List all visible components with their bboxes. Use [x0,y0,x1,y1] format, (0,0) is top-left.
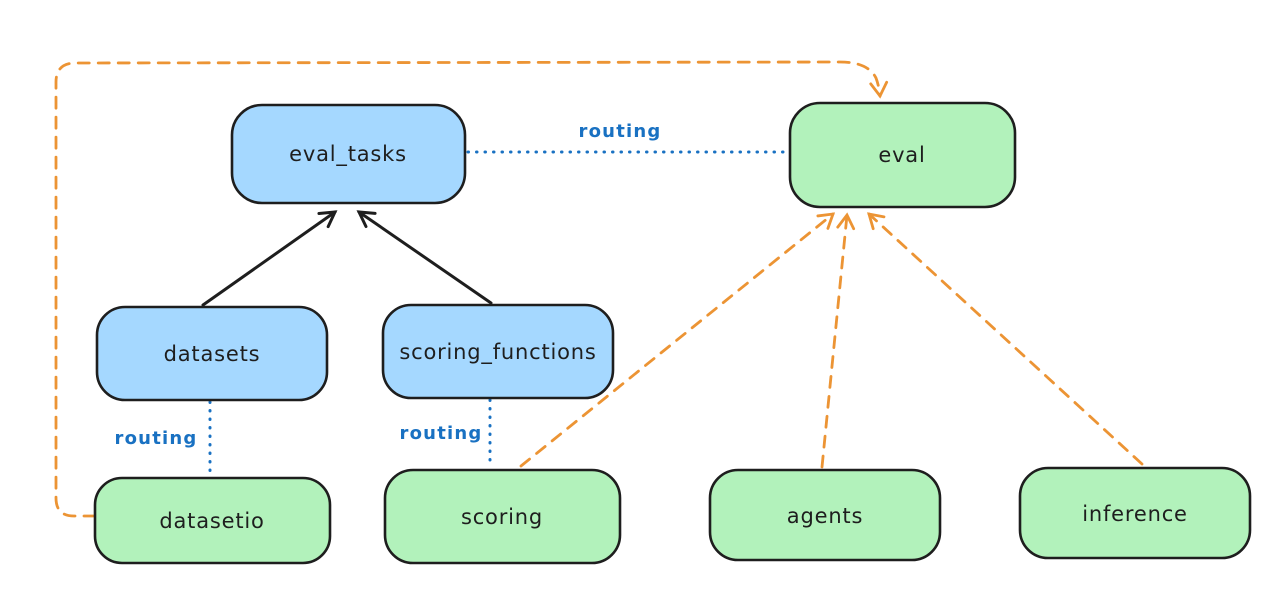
node-scoring: scoring [383,468,622,565]
node-inference-label: inference [1082,502,1188,526]
edge-datasets-to-eval-tasks [201,210,338,307]
node-agents: agents [708,468,942,562]
edge-inference-to-eval [867,212,1144,466]
node-inference: inference [1018,466,1252,560]
routing-label-scoring: routing [400,423,483,444]
node-scoring-functions: scoring_functions [381,303,615,400]
edge-scoring-to-eval [519,212,836,468]
node-scoring-functions-label: scoring_functions [399,340,596,365]
node-eval-tasks: eval_tasks [230,103,467,205]
node-datasets-box [95,305,329,402]
node-datasetio-label: datasetio [159,509,264,533]
node-eval: eval [788,101,1017,209]
node-scoring-box [383,468,622,565]
node-datasets-label: datasets [164,342,261,366]
edge-agents-to-eval [820,212,856,469]
edge-scoring-functions-to-eval-tasks [356,210,493,305]
routing-label-datasets: routing [115,428,198,449]
routing-label-top: routing [579,121,662,142]
node-agents-box [708,468,942,562]
node-agents-label: agents [787,504,863,528]
edge-datasetio-to-eval [54,60,889,518]
node-datasetio-box [93,476,332,565]
node-eval-tasks-label: eval_tasks [289,142,407,167]
node-inference-box [1018,466,1252,560]
node-scoring-label: scoring [461,505,543,529]
node-eval-label: eval [878,143,925,167]
node-datasets: datasets [95,305,329,402]
node-datasetio: datasetio [93,476,332,565]
node-eval-tasks-box [230,103,467,205]
node-scoring-functions-box [381,303,615,400]
node-eval-box [788,101,1017,209]
